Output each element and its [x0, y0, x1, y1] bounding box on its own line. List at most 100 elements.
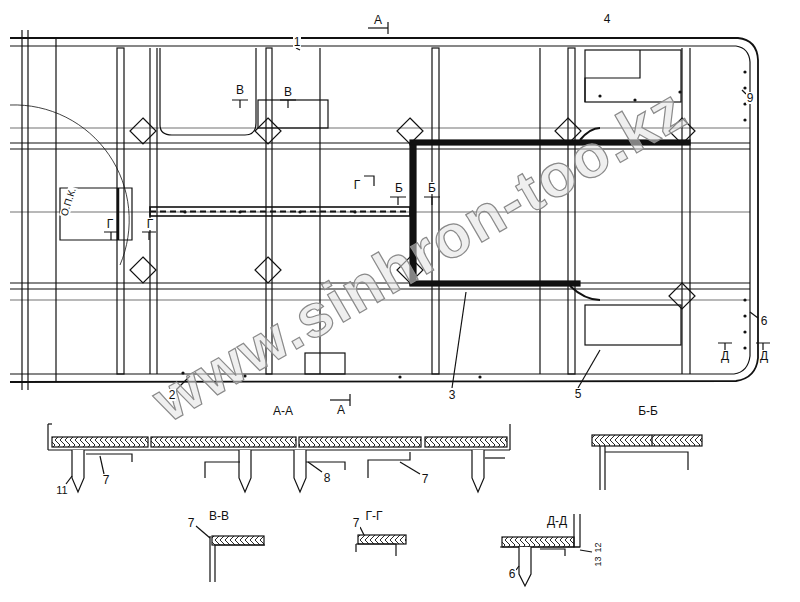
section-views-part: [580, 550, 592, 552]
section-mark: Б: [394, 182, 404, 194]
section-views-part: [358, 535, 406, 544]
section-views-part: [212, 536, 264, 545]
section-views-part: [294, 450, 306, 492]
section-views-part: [72, 450, 84, 492]
floor-plan-part: [424, 197, 440, 205]
floor-plan-part: [570, 286, 600, 300]
floor-plan-part: [368, 27, 388, 28]
floor-plan-part: [232, 100, 248, 108]
section-views-part: [196, 526, 210, 538]
section-views-part: [52, 437, 148, 447]
floor-plan-part: [255, 118, 281, 144]
section-mark: А: [336, 404, 346, 416]
callout-number: 6: [508, 568, 517, 580]
section-views-part: [516, 566, 519, 570]
section-views-part: [592, 435, 702, 446]
callout-number: 13: [593, 555, 602, 567]
callout-number: 12: [593, 541, 602, 553]
section-views-part: [502, 537, 574, 547]
floor-plan-part: [743, 330, 746, 333]
section-views-part: [47, 424, 48, 450]
section-mark: Г: [146, 218, 155, 230]
section-views-part: [205, 462, 240, 478]
section-views-part: [425, 437, 507, 447]
floor-plan-part: [718, 343, 732, 350]
section-views-part: [100, 456, 104, 474]
section-views-part: [485, 457, 505, 458]
floor-plan-part: [150, 207, 410, 216]
section-views-part: [605, 452, 688, 470]
floor-plan-part: [21, 30, 22, 390]
floor-plan-part: [258, 100, 328, 128]
callout-number: 3: [448, 389, 457, 401]
section-views-part: [472, 450, 484, 492]
section-views-part: [299, 437, 421, 447]
floor-plan-part: [150, 211, 410, 213]
section-views-part: [509, 424, 510, 450]
section-mark: В: [235, 84, 245, 96]
floor-plan-part: [130, 118, 156, 144]
floor-plan-part: [117, 48, 124, 374]
watermark: www.sinhron-too.kz: [143, 78, 698, 433]
floor-plan-part: [10, 105, 129, 265]
floor-plan-part: [238, 210, 241, 213]
section-views-part: [151, 437, 296, 447]
section-views-part: [600, 446, 605, 490]
floor-plan-part: [330, 399, 350, 400]
floor-plan-part: [743, 70, 746, 73]
floor-plan-part: [349, 394, 350, 406]
callout-number: 7: [102, 474, 111, 486]
floor-plan-part: [27, 30, 28, 390]
callout-number: 9: [746, 92, 755, 104]
floor-plan-part: [743, 118, 746, 121]
section-mark: Г: [106, 218, 115, 230]
floor-plan-part: [390, 197, 406, 205]
section-views-part: [239, 450, 251, 492]
section-title: Д-Д: [546, 515, 568, 527]
section-views-part: [574, 514, 580, 547]
floor-plan-part: [160, 48, 256, 135]
callout-number: 7: [352, 517, 361, 529]
floor-plan-part: [353, 210, 356, 213]
floor-plan-part: [10, 212, 750, 213]
floor-plan-part: [156, 48, 157, 374]
floor-plan-part: [142, 232, 156, 240]
floor-plan-part: [598, 94, 601, 97]
floor-plan-part: [750, 312, 758, 318]
floor-plan-part: [255, 257, 281, 283]
section-views-part: [48, 449, 510, 450]
section-views-part: [540, 549, 565, 556]
floor-plan-part: [104, 232, 118, 240]
floor-plan-part: [130, 257, 156, 283]
floor-plan-part: [296, 48, 300, 50]
floor-plan-part: [689, 48, 690, 374]
floor-plan-part: [398, 375, 401, 378]
section-views-part: [48, 423, 52, 424]
section-views-part: [360, 527, 364, 535]
floor-plan-part: [669, 283, 695, 309]
floor-plan-part: [410, 281, 580, 286]
callout-number: 1: [293, 36, 302, 48]
floor-plan-part: [387, 22, 388, 34]
callout-number: 11: [55, 485, 68, 496]
section-mark: Д: [720, 350, 730, 362]
floor-plan-part: [743, 314, 746, 317]
floor-plan: [10, 22, 770, 406]
floor-plan-part: [280, 100, 296, 108]
section-views-part: [215, 544, 265, 545]
callout-number: 6: [760, 315, 769, 327]
callout-number: 7: [421, 473, 430, 485]
callout-number: 5: [574, 388, 583, 400]
floor-plan-part: [298, 210, 301, 213]
floor-plan-part: [568, 48, 575, 374]
floor-plan-part: [743, 86, 746, 89]
floor-plan-part: [55, 38, 56, 382]
floor-plan-part: [397, 118, 423, 144]
section-views-part: [400, 462, 420, 474]
floor-plan-part: [756, 343, 770, 350]
section-title: Б-Б: [637, 405, 659, 417]
section-views-part: [210, 536, 215, 582]
floor-plan-part: [478, 375, 481, 378]
section-views-part: [308, 462, 322, 472]
callout-number: 7: [187, 517, 196, 529]
